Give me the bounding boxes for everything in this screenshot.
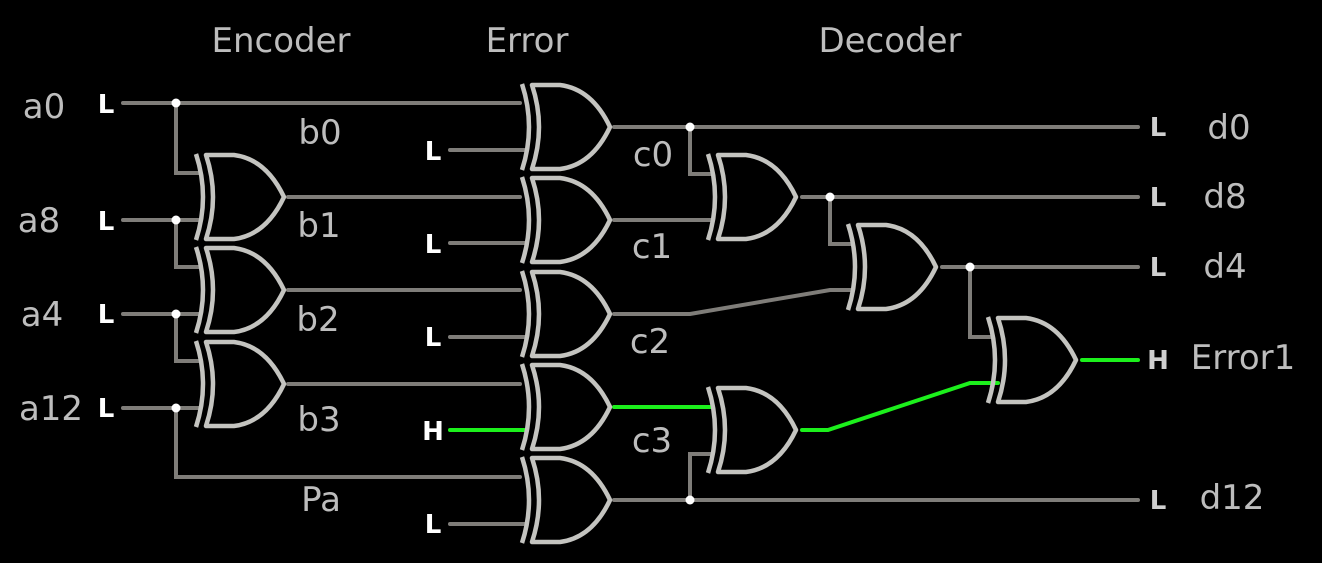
wire-junction-7 xyxy=(685,495,695,505)
input-toggle-a8[interactable]: L xyxy=(98,207,115,237)
wire-c2 xyxy=(612,288,854,316)
error-toggle-0[interactable]: L xyxy=(425,137,442,167)
wire-junction-6 xyxy=(965,262,975,272)
error-toggle-4[interactable]: L xyxy=(425,510,442,540)
xor-gate-encoder-b1 xyxy=(193,152,287,242)
signal-label-b0: b0 xyxy=(298,113,341,153)
output-name-error1: Error1 xyxy=(1191,338,1296,378)
section-title-decoder: Decoder xyxy=(818,21,961,61)
xor-gate-error-0 xyxy=(519,82,613,172)
output-state-d8: L xyxy=(1150,183,1167,213)
signal-label-b1: b1 xyxy=(297,206,340,246)
xor-gate-decoder-syndrome xyxy=(705,385,799,475)
wire-junction-4 xyxy=(685,122,695,132)
xor-gate-error-2 xyxy=(519,269,613,359)
input-toggle-a4[interactable]: L xyxy=(98,300,115,330)
xor-gate-encoder-b2 xyxy=(193,245,287,335)
input-name-a0: a0 xyxy=(23,87,65,127)
signal-label-b3: b3 xyxy=(297,400,340,440)
xor-gate-error-4 xyxy=(519,455,613,545)
output-state-error1: H xyxy=(1147,346,1169,376)
input-name-a12: a12 xyxy=(19,389,83,429)
output-name-d0: d0 xyxy=(1207,108,1250,148)
xor-gate-error-1 xyxy=(519,175,613,265)
xor-gate-encoder-b3 xyxy=(193,339,287,429)
wire-junction-5 xyxy=(825,192,835,202)
wire-junction-3 xyxy=(171,403,181,413)
signal-label-b2: b2 xyxy=(296,300,339,340)
input-name-a4: a4 xyxy=(21,295,63,335)
output-name-d4: d4 xyxy=(1203,247,1246,287)
error-toggle-3[interactable]: H xyxy=(422,417,444,447)
error-toggle-2[interactable]: L xyxy=(425,323,442,353)
wire-c0-branch xyxy=(688,125,714,176)
wire-a4-branch xyxy=(174,312,202,363)
signal-label-c3: c3 xyxy=(632,421,672,461)
input-toggle-a0[interactable]: L xyxy=(98,90,115,120)
input-name-a8: a8 xyxy=(18,201,60,241)
xor-gate-decoder-d8 xyxy=(705,152,799,242)
output-name-d8: d8 xyxy=(1203,177,1246,217)
section-title-encoder: Encoder xyxy=(211,21,350,61)
section-title-error: Error xyxy=(486,21,569,61)
signal-label-c1: c1 xyxy=(632,227,672,267)
wire-junction-0 xyxy=(171,98,181,108)
wire-d8-branch xyxy=(828,195,854,246)
output-state-d0: L xyxy=(1150,113,1167,143)
wire-pa-branch xyxy=(688,452,714,502)
wire-d4-branch xyxy=(968,265,994,339)
wire-junction-1 xyxy=(171,215,181,225)
signal-label-c2: c2 xyxy=(630,322,670,362)
input-toggle-a12[interactable]: L xyxy=(98,394,115,424)
xor-gate-error-3 xyxy=(519,362,613,452)
signal-label-pa: Pa xyxy=(301,480,341,520)
output-name-d12: d12 xyxy=(1200,478,1265,518)
signal-label-c0: c0 xyxy=(633,135,673,175)
xor-gate-decoder-error1 xyxy=(985,315,1079,405)
wire-a8-branch xyxy=(174,218,202,269)
wire-syndrome xyxy=(800,381,1000,432)
error-toggle-1[interactable]: L xyxy=(425,230,442,260)
output-state-d4: L xyxy=(1150,253,1167,283)
output-state-d12: L xyxy=(1150,486,1167,516)
wire-junction-2 xyxy=(171,309,181,319)
wire-a12-pa xyxy=(174,406,522,479)
wire-a0-branch xyxy=(174,101,202,175)
xor-gate-decoder-d4 xyxy=(845,222,939,312)
